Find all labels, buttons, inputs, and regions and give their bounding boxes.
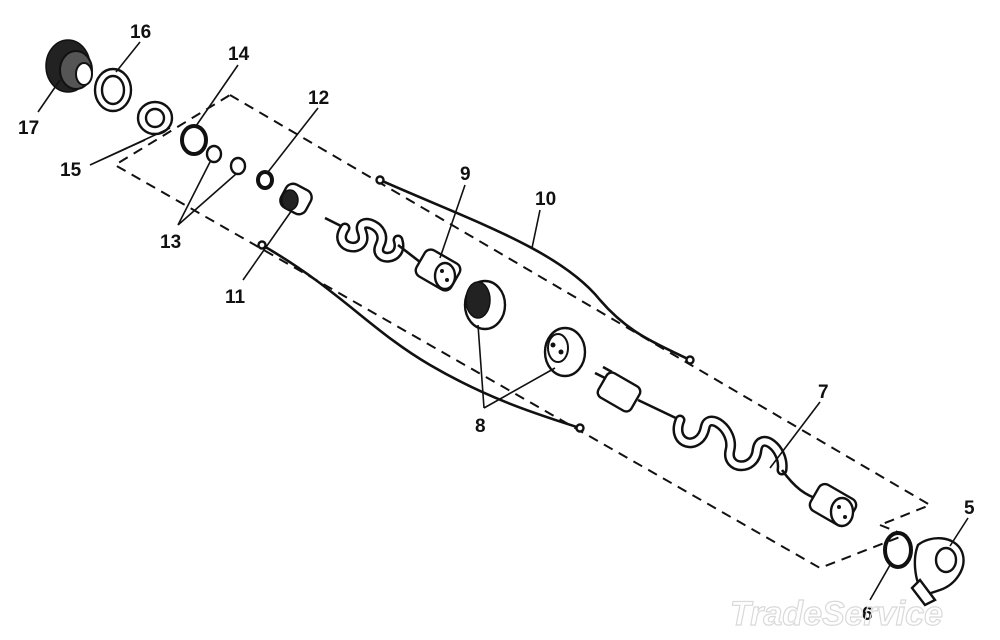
- leader-12: [267, 107, 319, 173]
- leader-7: [769, 401, 821, 469]
- wire-end-dot: [257, 240, 267, 250]
- leader-5: [949, 517, 969, 547]
- leader-17: [37, 79, 61, 113]
- leader-13: [177, 161, 237, 226]
- part-16-ring: [93, 67, 133, 113]
- callout-7: 7: [818, 382, 829, 403]
- part-17-cap: [45, 39, 93, 93]
- leader-9: [439, 184, 466, 259]
- guide-wire-lower: [261, 243, 581, 430]
- part-15-nut: [136, 100, 174, 136]
- callout-10: 10: [535, 189, 556, 210]
- part-9-short-coil-cord: [324, 216, 462, 292]
- callout-11: 11: [225, 287, 246, 308]
- callout-17: 17: [18, 118, 39, 139]
- wire-end-dot: [575, 423, 585, 433]
- part-14-o-ring: [180, 124, 208, 156]
- callout-9: 9: [460, 164, 471, 185]
- part-5-bracket: [910, 537, 965, 607]
- callout-16: 16: [130, 22, 151, 43]
- leader-16: [115, 41, 141, 73]
- part-13-washers: [205, 144, 247, 176]
- leader-11: [242, 209, 293, 281]
- callout-5: 5: [964, 498, 975, 519]
- part-11-bushing: [279, 182, 313, 216]
- part-7-long-coil-cord: [594, 365, 858, 528]
- leader-8: [477, 324, 556, 409]
- callout-6: 6: [862, 604, 873, 625]
- leader-14: [195, 64, 239, 127]
- guide-wire-upper: [379, 178, 691, 362]
- wire-end-dot: [685, 355, 695, 365]
- callout-13: 13: [160, 232, 181, 253]
- callout-8: 8: [475, 416, 486, 437]
- part-8-coupling-nuts: [463, 279, 587, 378]
- part-12-small-ring: [256, 170, 274, 190]
- part-6-clip-ring: [883, 531, 913, 569]
- leader-10: [531, 209, 541, 249]
- callout-15: 15: [60, 160, 82, 181]
- watermark-text: TradeService: [730, 595, 943, 633]
- leader-15: [89, 127, 171, 166]
- callout-14: 14: [228, 44, 250, 65]
- callout-12: 12: [308, 88, 329, 109]
- leader-6: [869, 564, 891, 601]
- wire-end-dot: [375, 175, 385, 185]
